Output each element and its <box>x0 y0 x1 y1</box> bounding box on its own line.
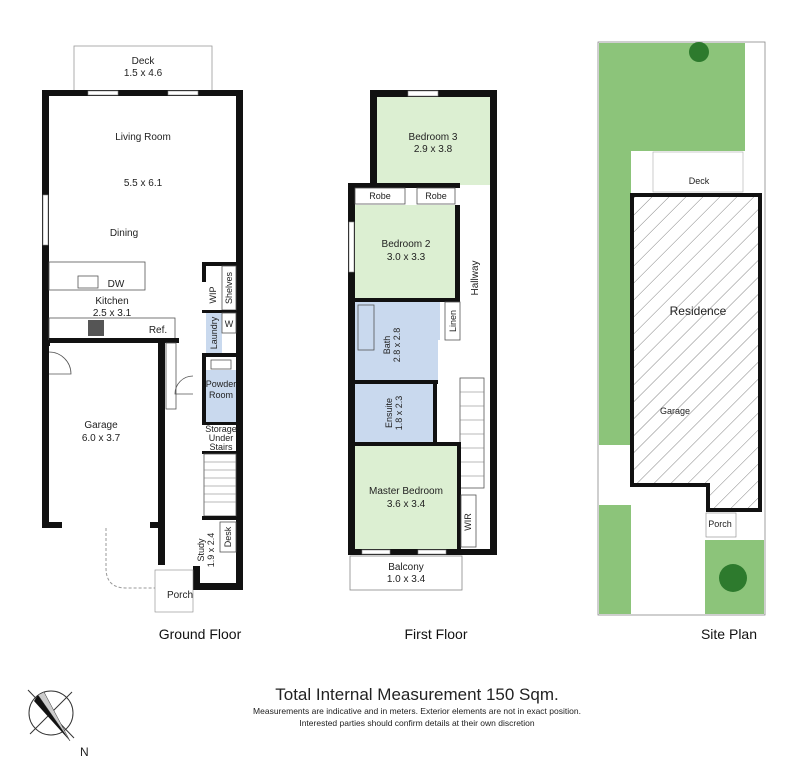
compass: N <box>27 689 89 759</box>
deck <box>73 45 213 93</box>
garage-label: Garage <box>84 420 118 431</box>
bedroom3-label: Bedroom 3 <box>409 132 458 143</box>
deck-size: 1.5 x 4.6 <box>124 68 163 79</box>
ensuite-label: Ensuite <box>384 398 394 428</box>
desk-label: Desk <box>223 526 233 547</box>
bedroom2-size: 3.0 x 3.3 <box>387 252 426 263</box>
wip-label: WIP <box>208 287 218 304</box>
stairs <box>459 377 485 489</box>
master-bedroom-label: Master Bedroom <box>369 486 443 497</box>
hallway-label: Hallway <box>470 260 481 295</box>
ref-label: Ref. <box>149 325 167 336</box>
w-label: W <box>225 319 234 329</box>
kitchen-size: 2.5 x 3.1 <box>93 308 132 319</box>
bedroom3-size: 2.9 x 3.8 <box>414 144 453 155</box>
ground-floor: Deck 1.5 x 4.6 DW Ref. Living Room 5.5 x… <box>42 45 243 642</box>
powder-label-1: Powder <box>206 379 237 389</box>
storage-label-2: Under <box>209 433 234 443</box>
residence-label: Residence <box>670 304 727 318</box>
first-floor: Bedroom 3 2.9 x 3.8 Robe Robe Bedroom 2 … <box>348 90 497 642</box>
site-plan-caption: Site Plan <box>701 626 757 642</box>
site-porch-label: Porch <box>708 519 732 529</box>
dw-label: DW <box>108 279 125 290</box>
total-measurement: Total Internal Measurement 150 Sqm. <box>275 685 558 704</box>
wir-label: WIR <box>463 513 473 531</box>
stairs <box>203 453 237 517</box>
balcony-size: 1.0 x 3.4 <box>387 574 426 585</box>
first-floor-caption: First Floor <box>405 626 468 642</box>
linen-label: Linen <box>448 310 458 332</box>
dining-label: Dining <box>110 228 138 239</box>
garage-size: 6.0 x 3.7 <box>82 433 121 444</box>
laundry-label: Laundry <box>209 316 219 349</box>
bath-label: Bath <box>382 336 392 355</box>
bedroom2-label: Bedroom 2 <box>382 239 431 250</box>
balcony-label: Balcony <box>388 562 424 573</box>
disclaimer-1: Measurements are indicative and in meter… <box>253 706 581 716</box>
shelves-label: Shelves <box>224 271 234 304</box>
study-size: 1.9 x 2.4 <box>206 533 216 568</box>
site-deck-label: Deck <box>689 176 710 186</box>
storage-label-1: Storage <box>205 424 237 434</box>
living-size: 5.5 x 6.1 <box>124 178 163 189</box>
site-garage-label: Garage <box>660 406 690 416</box>
living-label: Living Room <box>115 132 171 143</box>
powder-label-2: Room <box>209 390 233 400</box>
ground-floor-caption: Ground Floor <box>159 626 242 642</box>
bath-size: 2.8 x 2.8 <box>392 328 402 363</box>
robe1-label: Robe <box>369 191 391 201</box>
site-plan: Deck Residence Garage Porch Site Plan <box>597 41 766 642</box>
disclaimer-2: Interested parties should confirm detail… <box>299 718 535 728</box>
north-label: N <box>80 745 89 759</box>
kitchen-label: Kitchen <box>95 296 128 307</box>
storage-label-3: Stairs <box>209 442 233 452</box>
study-label: Study <box>196 538 206 562</box>
porch-label: Porch <box>167 590 193 601</box>
robe2-label: Robe <box>425 191 447 201</box>
master-bedroom-size: 3.6 x 3.4 <box>387 499 426 510</box>
deck-label: Deck <box>132 56 156 67</box>
ensuite-size: 1.8 x 2.3 <box>394 396 404 431</box>
